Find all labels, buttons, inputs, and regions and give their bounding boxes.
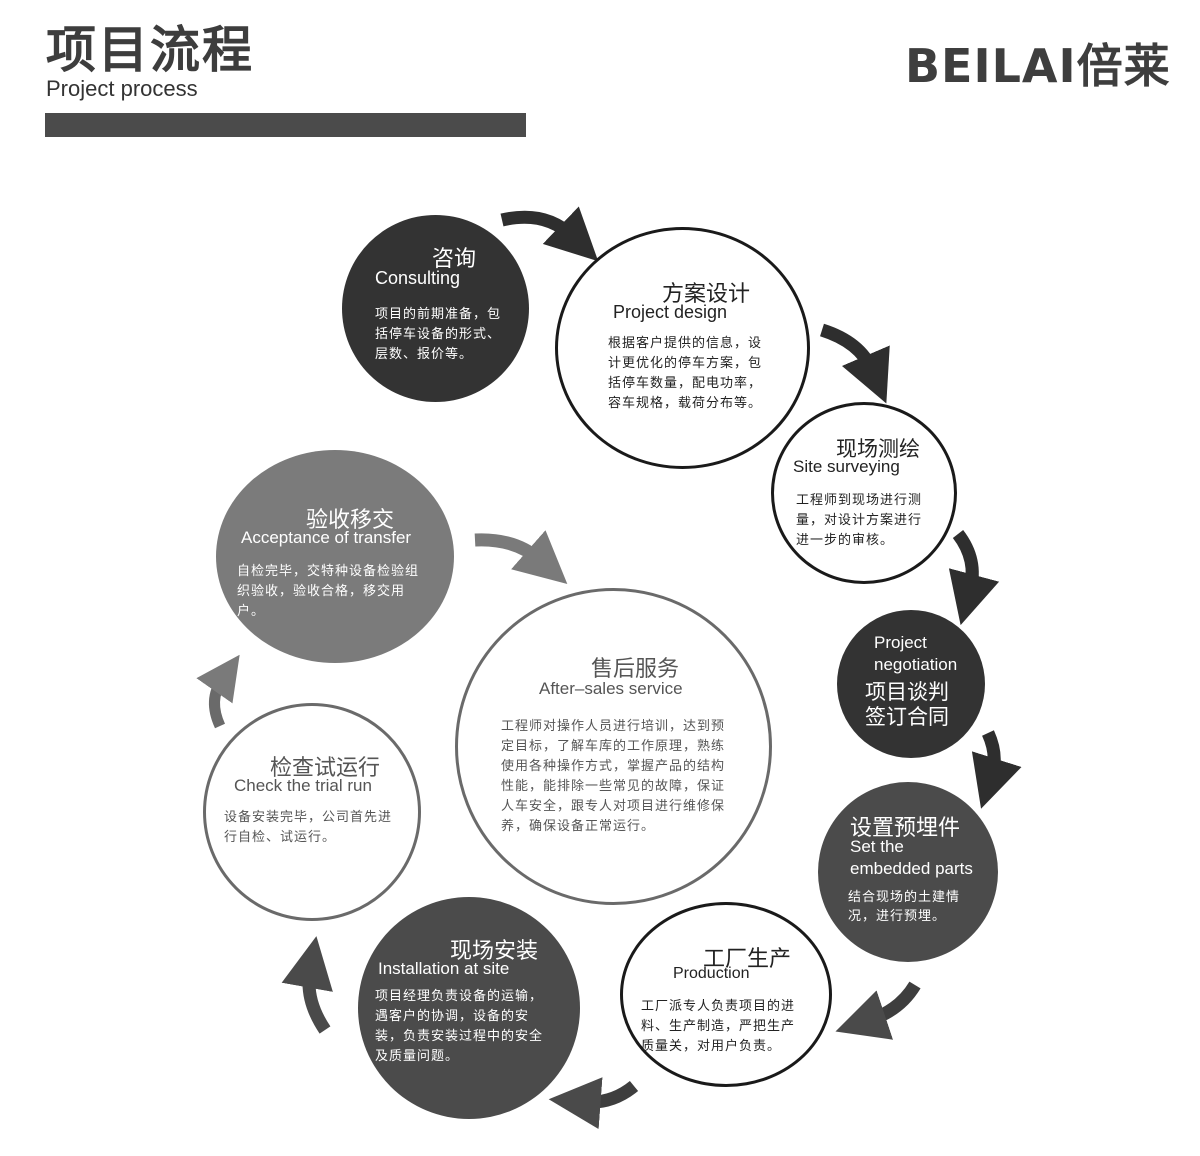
step-description: 设备安装完毕，公司首先进 行自检、试运行。 xyxy=(224,810,393,845)
step-project-design: 方案设计 Project design 根据客户提供的信息，设 计更优化的停车方… xyxy=(555,227,810,469)
step-title-en: Site surveying xyxy=(793,457,900,476)
arrow-embedded-to-production xyxy=(835,981,921,1040)
page-title: 项目流程 xyxy=(46,21,254,79)
step-project-negotiation: Project negotiation 项目谈判 签订合同 xyxy=(837,610,985,758)
step-title-en: Project negotiation xyxy=(874,633,958,674)
step-title-cn: 验收移交 xyxy=(306,508,395,533)
step-title-cn: 工厂生产 xyxy=(703,947,792,972)
step-title-cn: 现场测绘 xyxy=(836,437,920,461)
header-divider-bar xyxy=(45,113,526,137)
arrow-negotiation-to-embedded xyxy=(971,730,1022,809)
arrow-surveying-to-negotiation xyxy=(948,530,1000,626)
step-site-surveying: 现场测绘 Site surveying 工程师到现场进行测 量，对设计方案进行 … xyxy=(771,402,957,584)
step-after-sales: 售后服务 After–sales service 工程师对操作人员进行培训，达到… xyxy=(455,588,772,905)
step-description: 工厂派专人负责项目的进 料、生产制造，严把生产 质量关，对用户负责。 xyxy=(641,999,796,1054)
step-title-cn: 咨询 xyxy=(432,247,477,272)
step-title-cn: 检查试运行 xyxy=(270,756,381,781)
arrow-consulting-to-design xyxy=(500,206,599,262)
step-description: 根据客户提供的信息，设 计更优化的停车方案，包 括停车数量，配电功率， 容车规格… xyxy=(608,336,763,411)
step-title-en: Production xyxy=(673,965,750,982)
step-description: 项目的前期准备，包 括停车设备的形式、 层数、报价等。 xyxy=(375,307,502,362)
step-production: 工厂生产 Production 工厂派专人负责项目的进 料、生产制造，严把生产 … xyxy=(620,902,832,1087)
step-description: 项目经理负责设备的运输， 遇客户的协调，设备的安 装，负责安装过程中的安全 及质… xyxy=(375,989,544,1064)
step-embedded-parts: 设置预埋件 Set the embedded parts 结合现场的土建情 况，… xyxy=(818,782,998,962)
step-title-en: Check the trial run xyxy=(234,776,372,795)
step-title-cn: 现场安装 xyxy=(450,939,539,964)
step-acceptance: 验收移交 Acceptance of transfer 自检完毕，交特种设备检验… xyxy=(216,450,454,663)
step-description: 结合现场的土建情 况，进行预埋。 xyxy=(848,890,961,924)
step-title-cn: 设置预埋件 xyxy=(850,816,961,841)
arrow-acceptance-to-aftersales xyxy=(474,530,568,585)
step-title-cn: 方案设计 xyxy=(662,282,751,307)
step-title-en: Set the embedded parts xyxy=(850,837,973,878)
arrow-design-to-surveying xyxy=(819,323,890,404)
page-subtitle: Project process xyxy=(46,76,198,101)
step-consulting: 咨询 Consulting 项目的前期准备，包 括停车设备的形式、 层数、报价等… xyxy=(342,215,529,402)
step-description: 工程师对操作人员进行培训，达到预 定目标，了解车库的工作原理，熟练 使用各种操作… xyxy=(501,719,726,834)
arrow-trial-to-acceptance xyxy=(196,654,240,729)
step-trial-run: 检查试运行 Check the trial run 设备安装完毕，公司首先进 行… xyxy=(203,703,421,921)
step-title-cn: 售后服务 xyxy=(591,657,680,682)
step-title-en: Installation at site xyxy=(378,959,510,978)
step-description: 工程师到现场进行测 量，对设计方案进行 进一步的审核。 xyxy=(796,493,923,548)
step-title-en: After–sales service xyxy=(539,679,683,698)
brand-logo: BEILAI倍莱 xyxy=(905,39,1171,93)
step-title-en: Consulting xyxy=(375,268,461,288)
step-title-en: Acceptance of transfer xyxy=(241,528,412,547)
arrow-production-to-installation xyxy=(548,1077,639,1130)
step-installation: 现场安装 Installation at site 项目经理负责设备的运输， 遇… xyxy=(358,897,580,1119)
step-description: 自检完毕，交特种设备检验组 织验收，验收合格，移交用 户。 xyxy=(237,564,420,619)
step-title-en: Project design xyxy=(613,302,728,322)
arrow-installation-to-trial xyxy=(281,936,333,1034)
step-title-cn: 项目谈判 签订合同 xyxy=(865,680,949,729)
